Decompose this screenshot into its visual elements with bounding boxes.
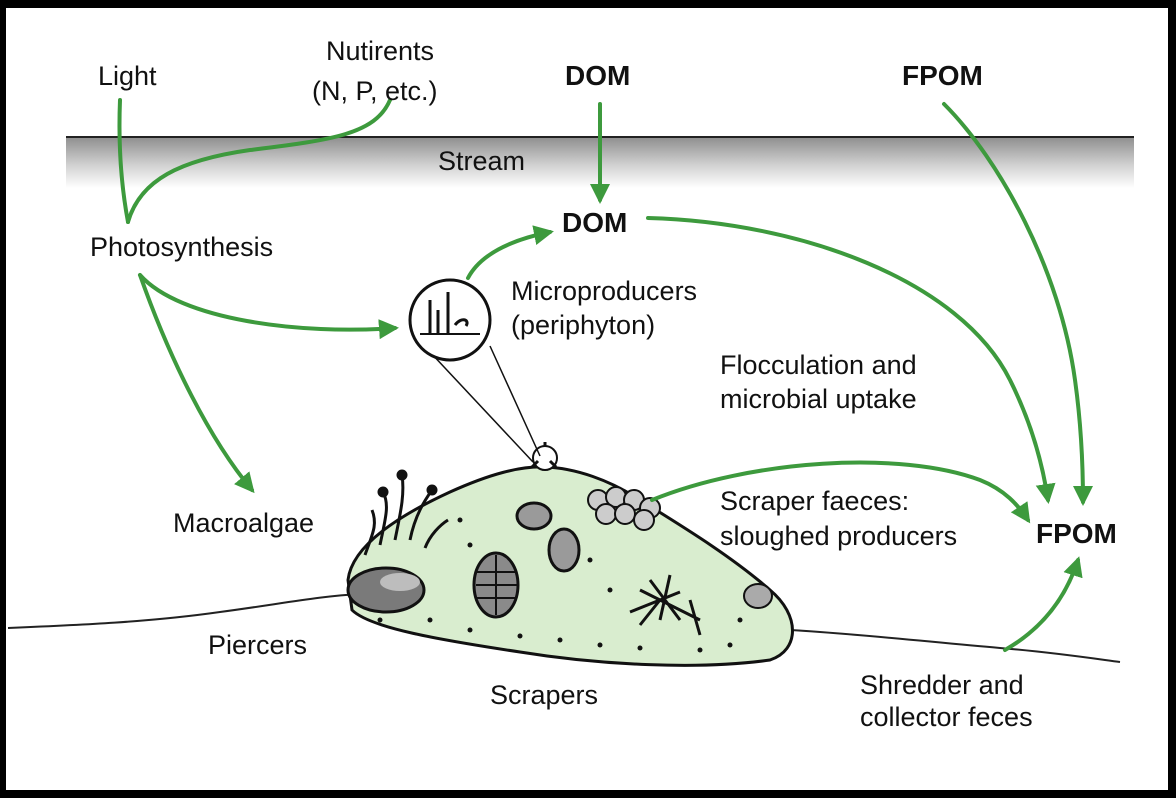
label-flocculation-line1: Flocculation and <box>720 350 917 380</box>
label-macroalgae: Macroalgae <box>173 508 314 538</box>
label-microproducers-line1: Microproducers <box>511 276 697 306</box>
label-scraper-faeces-line1: Scraper faeces: <box>720 486 909 516</box>
label-piercers: Piercers <box>208 630 307 660</box>
label-scrapers: Scrapers <box>490 680 598 710</box>
label-shredder-line1: Shredder and <box>860 670 1024 700</box>
label-scraper-faeces-line2: sloughed producers <box>720 521 957 551</box>
piercer-organism <box>348 568 424 612</box>
label-shredder-line2: collector feces <box>860 702 1033 732</box>
label-fpom-top: FPOM <box>902 60 983 91</box>
scraper-caddis-case <box>474 553 518 617</box>
label-dom-top: DOM <box>565 60 630 91</box>
microproducers-magnifier <box>410 280 490 360</box>
label-light: Light <box>98 61 157 91</box>
label-stream: Stream <box>438 146 525 176</box>
label-fpom-right: FPOM <box>1036 518 1117 549</box>
label-nutrients-line1: Nutirents <box>326 36 434 66</box>
label-microproducers-line2: (periphyton) <box>511 310 655 340</box>
label-photosynthesis: Photosynthesis <box>90 232 273 262</box>
small-snail-right <box>744 584 772 608</box>
label-nutrients-line2: (N, P, etc.) <box>312 76 438 106</box>
label-dom-mid: DOM <box>562 207 627 238</box>
label-flocculation-line2: microbial uptake <box>720 384 917 414</box>
